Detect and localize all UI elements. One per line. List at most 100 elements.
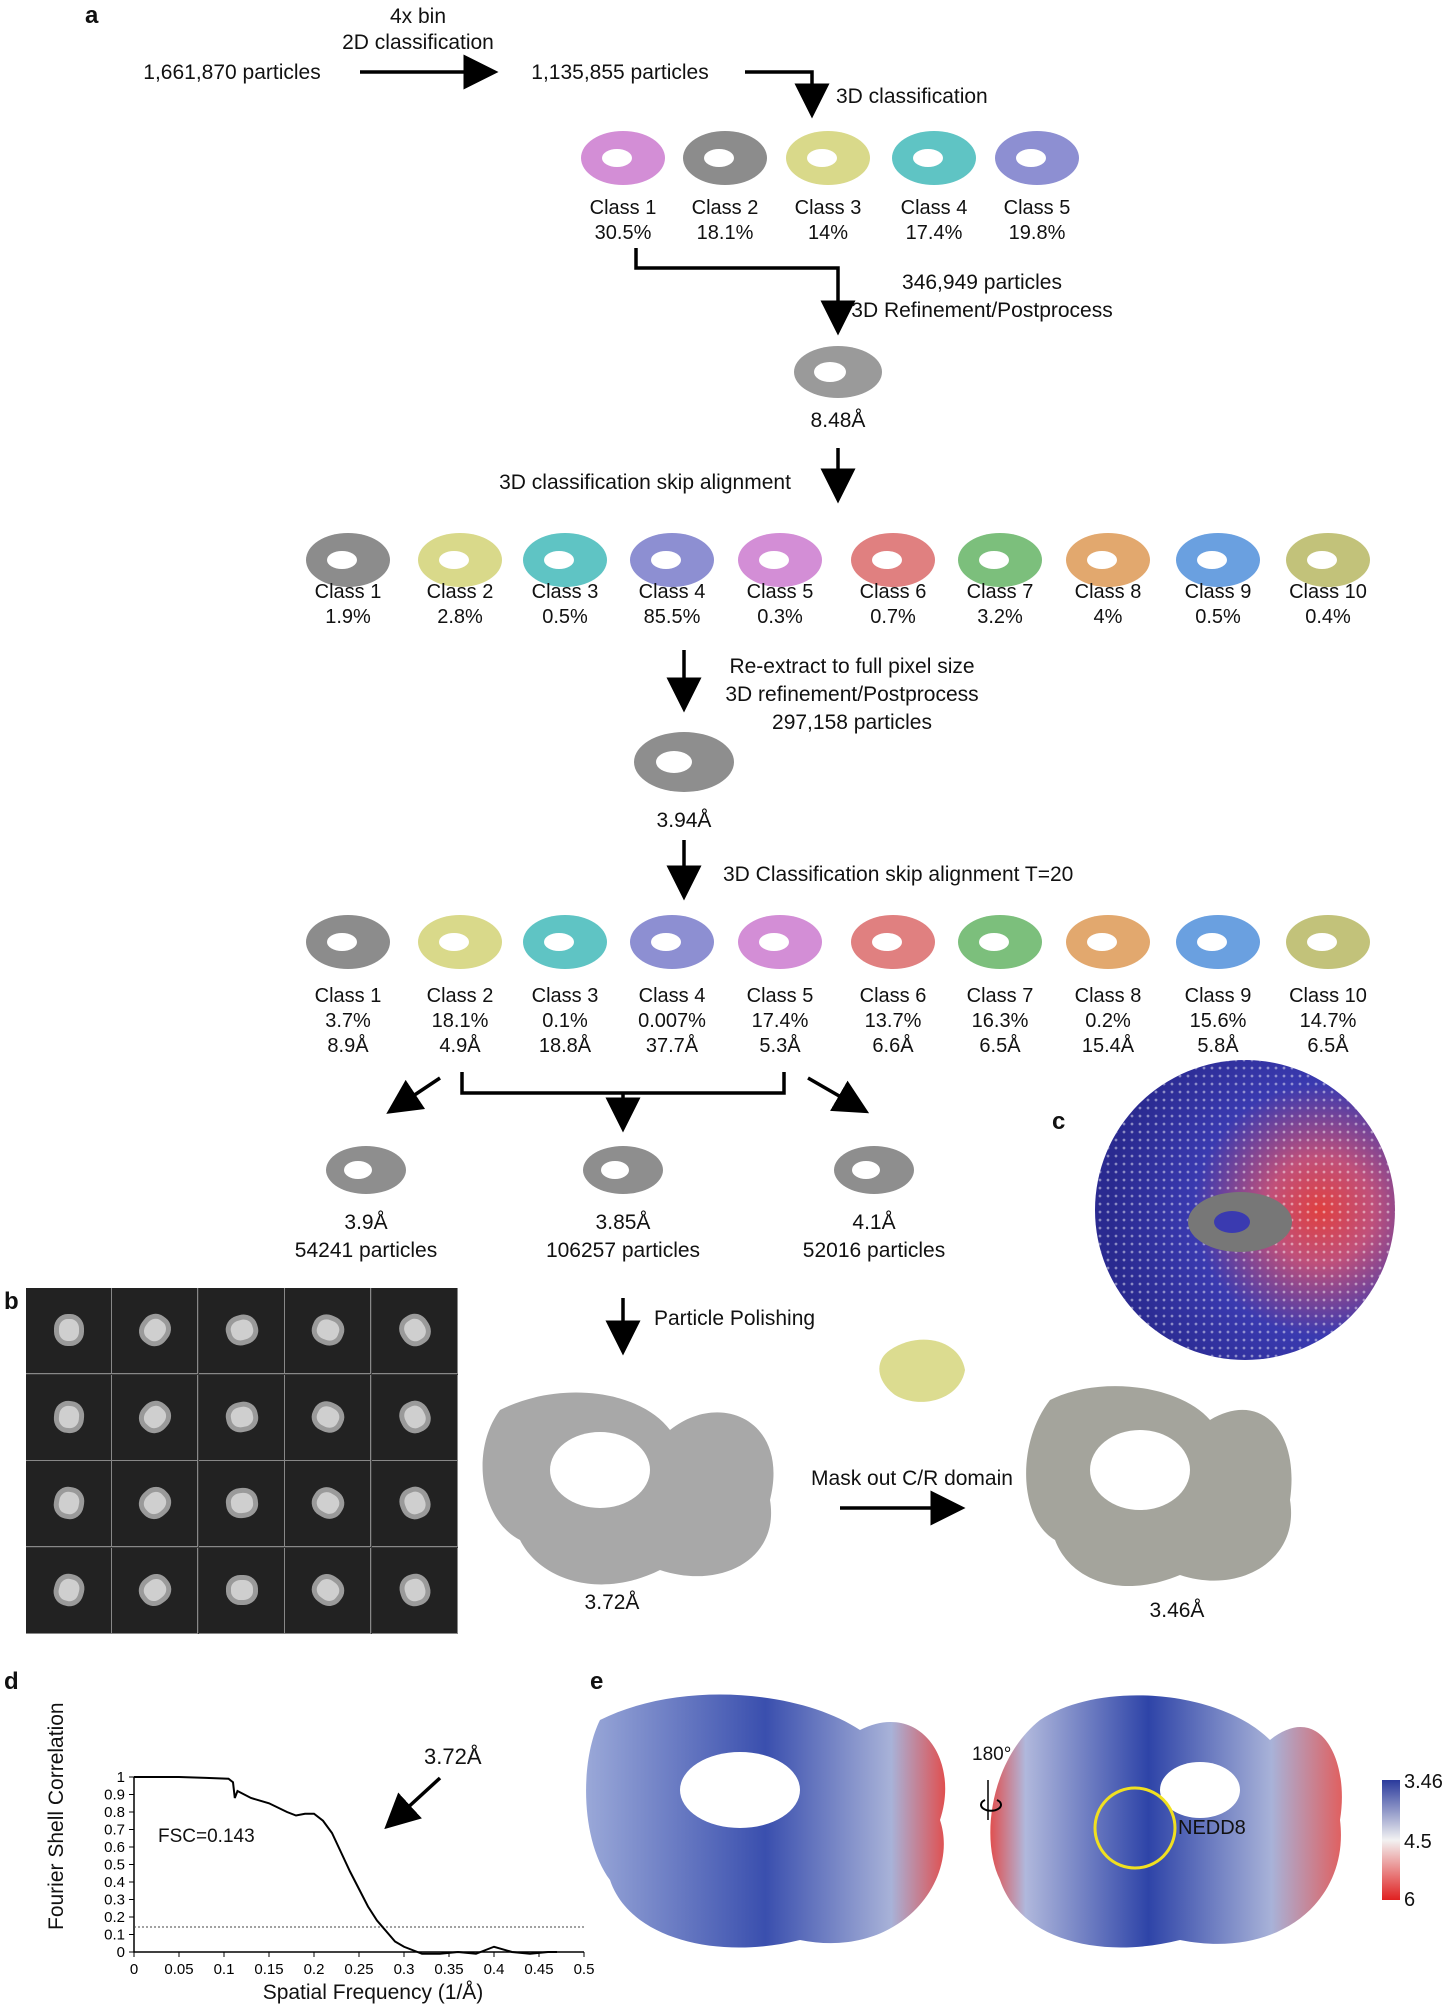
class-average — [285, 1374, 372, 1461]
split-resolution: 4.1Å — [852, 1211, 896, 1234]
class-name: Class 5 — [1003, 197, 1071, 219]
class-average — [26, 1288, 112, 1374]
fsc-threshold-label: FSC=0.143 — [158, 1826, 255, 1847]
class-percent: 0.3% — [757, 606, 803, 628]
class-resolution: 37.7Å — [645, 1035, 699, 1057]
class-name: Class 4 — [638, 581, 706, 603]
class-average — [26, 1374, 112, 1461]
class-name: Class 8 — [1074, 985, 1142, 1007]
class-name: Class 8 — [1074, 581, 1142, 603]
class-percent: 3.7% — [325, 1010, 371, 1032]
class-label: Class 1 1.9% — [300, 580, 396, 630]
particles-after-2d: 1,135,855 particles — [531, 61, 709, 84]
resolution-394: 3.94Å — [656, 809, 712, 832]
class-percent: 19.8% — [1008, 222, 1066, 244]
class-name: Class 3 — [794, 197, 862, 219]
rotation-label: 180° — [972, 1744, 1012, 1765]
class-name: Class 1 — [314, 581, 382, 603]
class-average — [198, 1288, 285, 1374]
class-label: Class 1 3.7% 8.9Å — [300, 984, 396, 1059]
class-percent: 13.7% — [864, 1010, 922, 1032]
fsc-annotation: 3.72Å — [424, 1744, 482, 1769]
class-name: Class 3 — [531, 985, 599, 1007]
class-percent: 0.1% — [542, 1010, 588, 1032]
split-particles: 54241 particles — [294, 1239, 438, 1262]
class-average-grid — [26, 1288, 458, 1634]
class-average — [112, 1288, 199, 1374]
class-label: Class 10 0.4% — [1280, 580, 1376, 630]
class-name: Class 10 — [1289, 581, 1367, 603]
class-average — [26, 1547, 112, 1634]
class-percent: 0.5% — [1195, 606, 1241, 628]
panel-label-d: d — [4, 1668, 19, 1695]
split-resolution: 3.9Å — [344, 1211, 388, 1234]
class-name: Class 7 — [966, 581, 1034, 603]
step3-line2: 3D refinement/Postprocess — [725, 683, 979, 706]
class-percent: 16.3% — [971, 1010, 1029, 1032]
class-name: Class 2 — [426, 985, 494, 1007]
step3-line1: Re-extract to full pixel size — [729, 655, 975, 678]
class-percent: 1.9% — [325, 606, 371, 628]
class-name: Class 1 — [589, 197, 657, 219]
class-resolution: 15.4Å — [1081, 1035, 1135, 1057]
class-average — [285, 1547, 372, 1634]
class-resolution: 5.3Å — [759, 1035, 801, 1057]
bin-label: 4x bin — [389, 5, 447, 28]
class-resolution: 6.6Å — [872, 1035, 914, 1057]
step2-next: 3D classification skip alignment — [499, 471, 791, 494]
class-percent: 18.1% — [431, 1010, 489, 1032]
class-percent: 17.4% — [905, 222, 963, 244]
step2-method: 3D Refinement/Postprocess — [851, 299, 1113, 322]
scale-top: 3.46 — [1404, 1771, 1443, 1793]
class-percent: 2.8% — [437, 606, 483, 628]
class-name: Class 10 — [1289, 985, 1367, 1007]
class-label: Class 1 30.5% — [575, 196, 671, 246]
class-resolution: 5.8Å — [1197, 1035, 1239, 1057]
class-average — [198, 1547, 285, 1634]
class-label: Class 5 17.4% 5.3Å — [732, 984, 828, 1059]
class-average — [371, 1547, 458, 1634]
step2-particles: 346,949 particles — [902, 271, 1062, 294]
class-name: Class 5 — [746, 985, 814, 1007]
class-label: Class 3 0.1% 18.8Å — [517, 984, 613, 1059]
polish-label: Particle Polishing — [654, 1307, 816, 1330]
class-percent: 0.5% — [542, 606, 588, 628]
step3-next: 3D Classification skip alignment T=20 — [723, 863, 1074, 886]
class-label: Class 8 0.2% 15.4Å — [1060, 984, 1156, 1059]
class-percent: 30.5% — [594, 222, 652, 244]
fsc-ylabel: Fourier Shell Correlation — [45, 1702, 68, 1930]
panel-label-e: e — [590, 1668, 604, 1695]
class-average — [371, 1288, 458, 1374]
class-percent: 14% — [807, 222, 849, 244]
class-name: Class 1 — [314, 985, 382, 1007]
split-particles: 106257 particles — [545, 1239, 701, 1262]
class-average — [285, 1461, 372, 1547]
class-resolution: 18.8Å — [538, 1035, 592, 1057]
class-resolution: 4.9Å — [439, 1035, 481, 1057]
class-average — [285, 1288, 372, 1374]
class-label: Class 5 0.3% — [732, 580, 828, 630]
class-resolution: 8.9Å — [327, 1035, 369, 1057]
panel-label-c: c — [1052, 1108, 1066, 1135]
class-name: Class 6 — [859, 581, 927, 603]
class-name: Class 2 — [691, 197, 759, 219]
class-percent: 17.4% — [751, 1010, 809, 1032]
class-percent: 0.2% — [1085, 1010, 1131, 1032]
class-percent: 0.4% — [1305, 606, 1351, 628]
resolution-8A: 8.48Å — [810, 409, 866, 432]
class-name: Class 2 — [426, 581, 494, 603]
class-label: Class 3 14% — [780, 196, 876, 246]
class-name: Class 5 — [746, 581, 814, 603]
